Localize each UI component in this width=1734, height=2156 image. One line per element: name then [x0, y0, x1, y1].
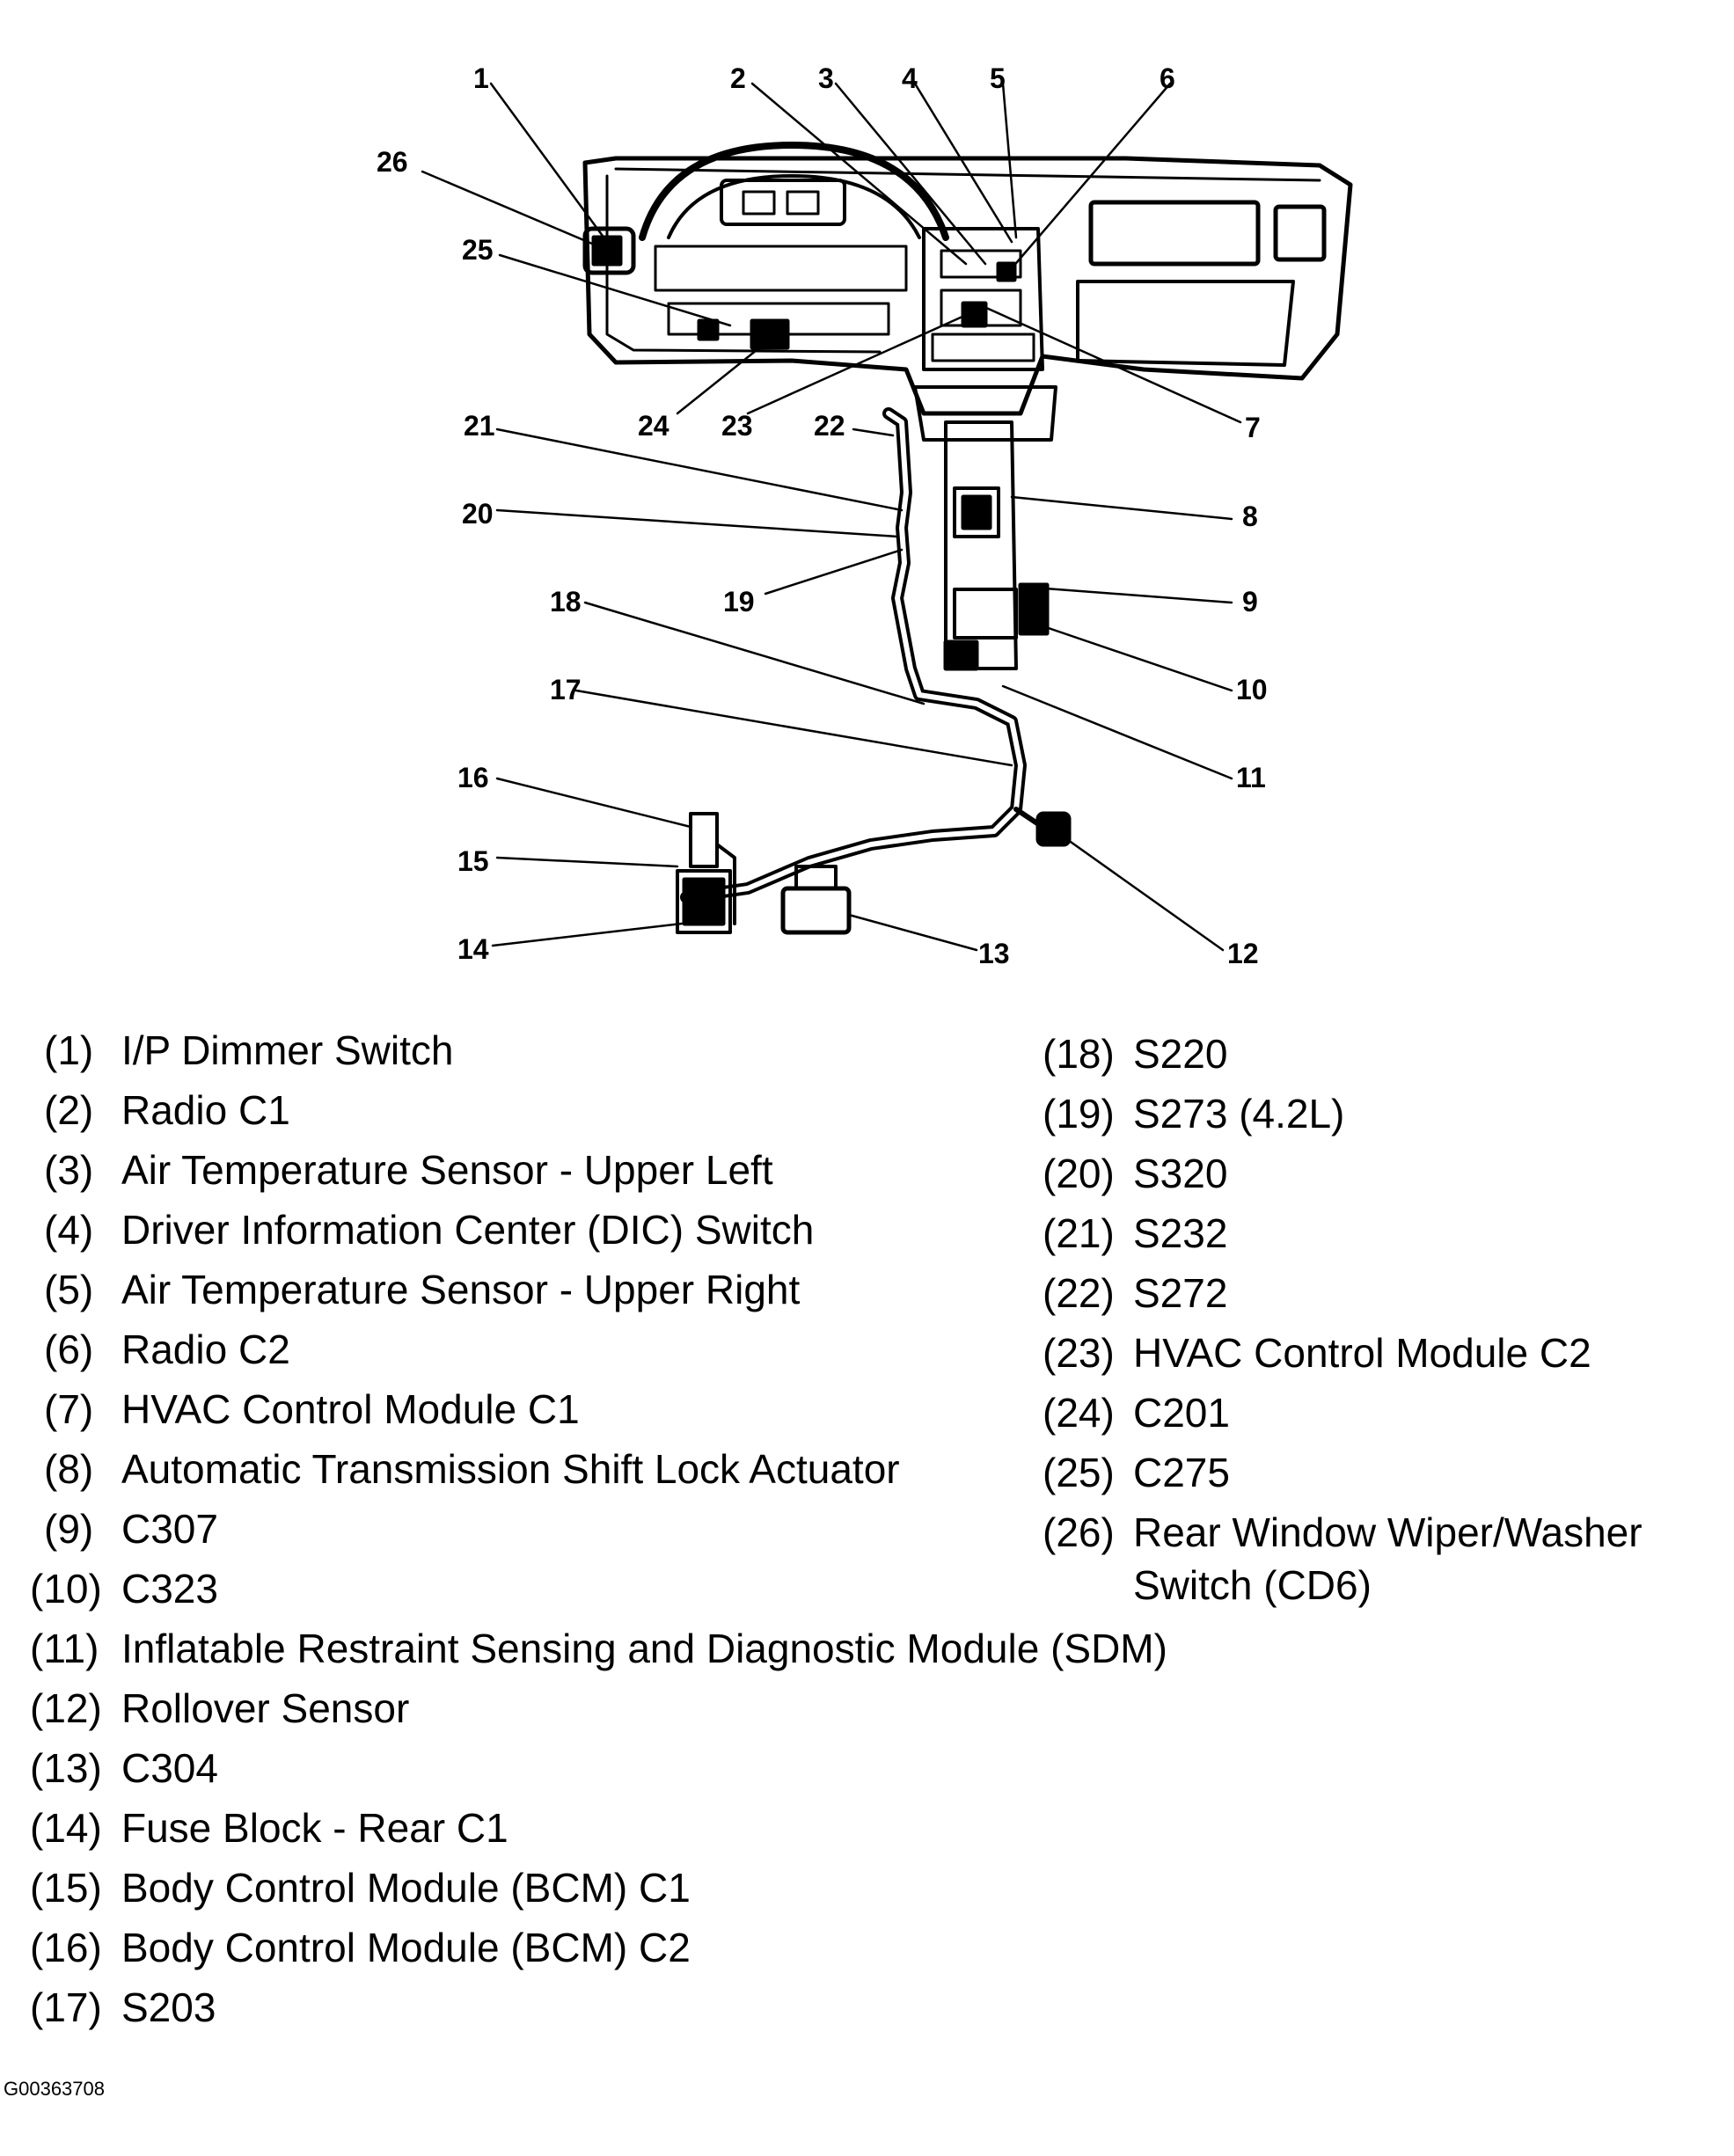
legend-item-14: (14) Fuse Block - Rear C1: [30, 1805, 508, 1851]
callout-26: 26: [377, 146, 408, 178]
callout-14: 14: [457, 933, 489, 965]
legend-item-18: (18) S220: [1043, 1031, 1228, 1077]
callout-3: 3: [818, 62, 834, 94]
callout-12: 12: [1227, 938, 1259, 969]
legend-item-26-continued: Switch (CD6): [1133, 1562, 1372, 1608]
callout-13: 13: [978, 938, 1010, 969]
bcm-fuse-block: [676, 812, 736, 934]
legend-item-22: (22) S272: [1043, 1270, 1228, 1316]
legend-item-12: (12) Rollover Sensor: [30, 1685, 410, 1731]
callout-24: 24: [638, 410, 669, 442]
legend-item-10: (10) C323: [30, 1566, 218, 1612]
legend-item-19: (19) S273 (4.2L): [1043, 1091, 1345, 1136]
callout-22: 22: [814, 410, 845, 442]
callout-numbers: 1 2 3 4 5 6 7 8 9 10 11 12 13 14 15 16 1…: [377, 62, 1268, 969]
callout-6: 6: [1160, 62, 1175, 94]
callout-21: 21: [464, 410, 495, 442]
legend-item-25: (25) C275: [1043, 1450, 1230, 1495]
callout-25: 25: [462, 234, 494, 266]
legend-item-6: (6) Radio C2: [44, 1326, 290, 1372]
callout-15: 15: [457, 845, 489, 877]
wiring-harness-diagram: 1 2 3 4 5 6 7 8 9 10 11 12 13 14 15 16 1…: [377, 62, 1353, 969]
callout-10: 10: [1236, 674, 1268, 705]
legend-item-5: (5) Air Temperature Sensor - Upper Right: [44, 1267, 801, 1312]
callout-20: 20: [462, 498, 494, 530]
callout-1: 1: [473, 62, 489, 94]
callout-11: 11: [1236, 762, 1266, 793]
legend-item-16: (16) Body Control Module (BCM) C2: [30, 1925, 691, 1970]
center-console: [913, 385, 1057, 671]
callout-7: 7: [1245, 412, 1261, 443]
leader-lines: [421, 82, 1242, 952]
callout-16: 16: [457, 762, 489, 793]
callout-5: 5: [990, 62, 1006, 94]
callout-2: 2: [730, 62, 746, 94]
callout-19: 19: [723, 586, 755, 618]
legend-item-13: (13) C304: [30, 1745, 218, 1791]
wiring-harness: [680, 407, 1045, 903]
legend-item-15: (15) Body Control Module (BCM) C1: [30, 1865, 691, 1911]
legend-item-24: (24) C201: [1043, 1390, 1230, 1436]
callout-18: 18: [550, 586, 582, 618]
callout-4: 4: [902, 62, 918, 94]
legend-item-8: (8) Automatic Transmission Shift Lock Ac…: [44, 1446, 900, 1492]
legend-item-2: (2) Radio C1: [44, 1087, 290, 1133]
legend-item-3: (3) Air Temperature Sensor - Upper Left: [44, 1147, 773, 1193]
legend-item-26: (26) Rear Window Wiper/Washer: [1043, 1509, 1643, 1555]
legend-item-17: (17) S203: [30, 1984, 216, 2030]
figure-id: G00363708: [4, 2078, 105, 2100]
callout-17: 17: [550, 674, 582, 705]
c304-connector: [780, 865, 852, 935]
legend-item-21: (21) S232: [1043, 1210, 1228, 1256]
rollover-sensor: [1035, 811, 1072, 847]
legend-item-20: (20) S320: [1043, 1151, 1228, 1196]
instrument-panel: [582, 142, 1353, 416]
callout-23: 23: [721, 410, 753, 442]
legend-item-4: (4) Driver Information Center (DIC) Swit…: [44, 1207, 815, 1253]
callout-8: 8: [1242, 501, 1258, 532]
legend-item-11: (11) Inflatable Restraint Sensing and Di…: [30, 1626, 1167, 1671]
legend-item-7: (7) HVAC Control Module C1: [44, 1386, 580, 1432]
callout-9: 9: [1242, 586, 1258, 618]
legend-item-9: (9) C307: [44, 1506, 218, 1552]
legend-item-23: (23) HVAC Control Module C2: [1043, 1330, 1591, 1376]
legend-item-1: (1) I/P Dimmer Switch: [44, 1027, 454, 1073]
